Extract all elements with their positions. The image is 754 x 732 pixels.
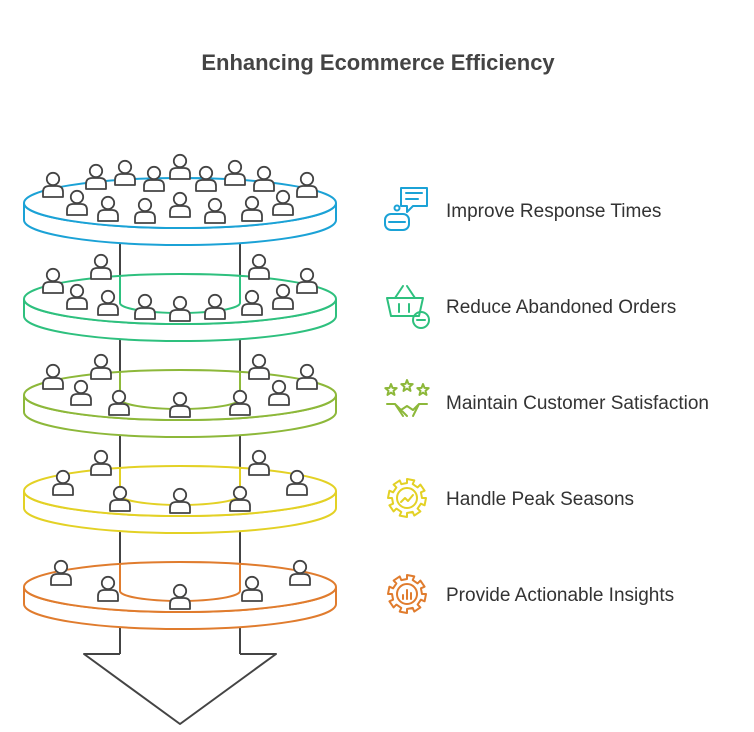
person-icon [85, 163, 107, 190]
person-icon [42, 363, 64, 390]
person-icon [90, 253, 112, 280]
funnel-level-4 [23, 449, 337, 534]
person-icon [169, 153, 191, 180]
funnel-level-2 [23, 253, 337, 342]
person-icon [296, 363, 318, 390]
person-icon [296, 267, 318, 294]
diagram-title: Enhancing Ecommerce Efficiency [201, 50, 555, 75]
gear-chart-icon [387, 478, 427, 518]
person-icon [253, 165, 275, 192]
level-label: Maintain Customer Satisfaction [446, 393, 709, 414]
funnel-level-5 [23, 559, 337, 630]
level-label-row-2: Reduce Abandoned Orders [386, 285, 676, 329]
person-icon [248, 449, 270, 476]
person-icon [90, 353, 112, 380]
person-icon [248, 353, 270, 380]
person-icon [42, 171, 64, 198]
level-label-row-5: Provide Actionable Insights [387, 574, 674, 614]
basket-minus-icon [386, 285, 430, 329]
level-label: Provide Actionable Insights [446, 585, 674, 606]
person-icon [296, 171, 318, 198]
funnel-level-1 [23, 153, 337, 246]
level-label: Improve Response Times [446, 201, 661, 222]
gear-bar-chart-icon [387, 574, 427, 614]
person-icon [114, 159, 136, 186]
person-icon [90, 449, 112, 476]
level-label: Reduce Abandoned Orders [446, 297, 676, 318]
person-icon [224, 159, 246, 186]
person-icon [42, 267, 64, 294]
chatbot-icon [384, 187, 428, 231]
level-label: Handle Peak Seasons [446, 489, 634, 510]
level-label-row-3: Maintain Customer Satisfaction [384, 379, 709, 417]
level-label-row-4: Handle Peak Seasons [387, 478, 634, 518]
level-label-row-1: Improve Response Times [384, 187, 661, 231]
funnel-level-3 [23, 353, 337, 438]
person-icon [248, 253, 270, 280]
stars-handshake-icon [384, 379, 430, 417]
